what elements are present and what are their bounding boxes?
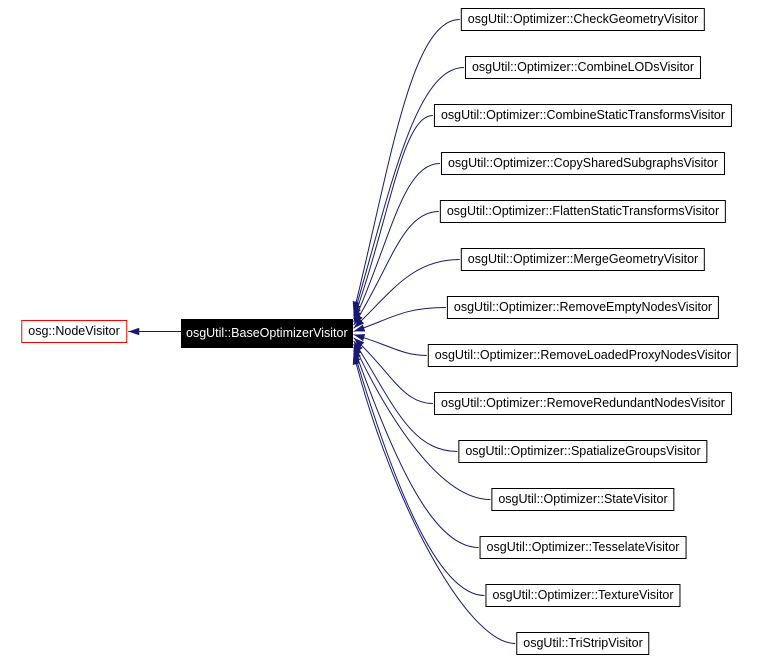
inheritance-edge-6 (353, 307, 446, 332)
class-node-derived-13[interactable]: osgUtil::TriStripVisitor (516, 632, 650, 655)
inheritance-edge-5 (353, 259, 460, 329)
inheritance-edge-3 (353, 163, 440, 323)
inheritance-edge-13 (352, 353, 516, 644)
inheritance-edge-4 (353, 211, 439, 326)
class-node-base[interactable]: osg::NodeVisitor (21, 320, 127, 343)
class-node-derived-3[interactable]: osgUtil::Optimizer::CopySharedSubgraphsV… (440, 152, 726, 175)
class-node-derived-7[interactable]: osgUtil::Optimizer::RemoveLoadedProxyNod… (427, 344, 739, 367)
inheritance-edge-1 (353, 67, 464, 316)
class-node-derived-0[interactable]: osgUtil::Optimizer::CheckGeometryVisitor (460, 8, 706, 31)
inheritance-edge-0 (352, 19, 460, 313)
inheritance-edge-8 (353, 337, 434, 404)
inheritance-edge-2 (353, 115, 433, 319)
class-node-current: osgUtil::BaseOptimizerVisitor (181, 319, 353, 348)
inheritance-edge-7 (353, 334, 427, 356)
class-node-derived-10[interactable]: osgUtil::Optimizer::StateVisitor (491, 488, 675, 511)
class-node-derived-2[interactable]: osgUtil::Optimizer::CombineStaticTransfo… (433, 104, 733, 127)
class-node-derived-11[interactable]: osgUtil::Optimizer::TesselateVisitor (479, 536, 687, 559)
inheritance-edge-12 (353, 350, 485, 596)
inheritance-edge-9 (353, 340, 458, 452)
class-node-derived-8[interactable]: osgUtil::Optimizer::RemoveRedundantNodes… (434, 392, 732, 415)
inheritance-edge-11 (353, 347, 479, 548)
class-node-derived-1[interactable]: osgUtil::Optimizer::CombineLODsVisitor (464, 56, 702, 79)
class-node-derived-5[interactable]: osgUtil::Optimizer::MergeGeometryVisitor (460, 248, 706, 271)
class-node-derived-6[interactable]: osgUtil::Optimizer::RemoveEmptyNodesVisi… (446, 296, 720, 319)
class-node-derived-9[interactable]: osgUtil::Optimizer::SpatializeGroupsVisi… (458, 440, 708, 463)
class-node-derived-12[interactable]: osgUtil::Optimizer::TextureVisitor (485, 584, 681, 607)
class-node-derived-4[interactable]: osgUtil::Optimizer::FlattenStaticTransfo… (439, 200, 727, 223)
inheritance-edge-10 (353, 343, 491, 500)
edge-group (128, 19, 516, 644)
